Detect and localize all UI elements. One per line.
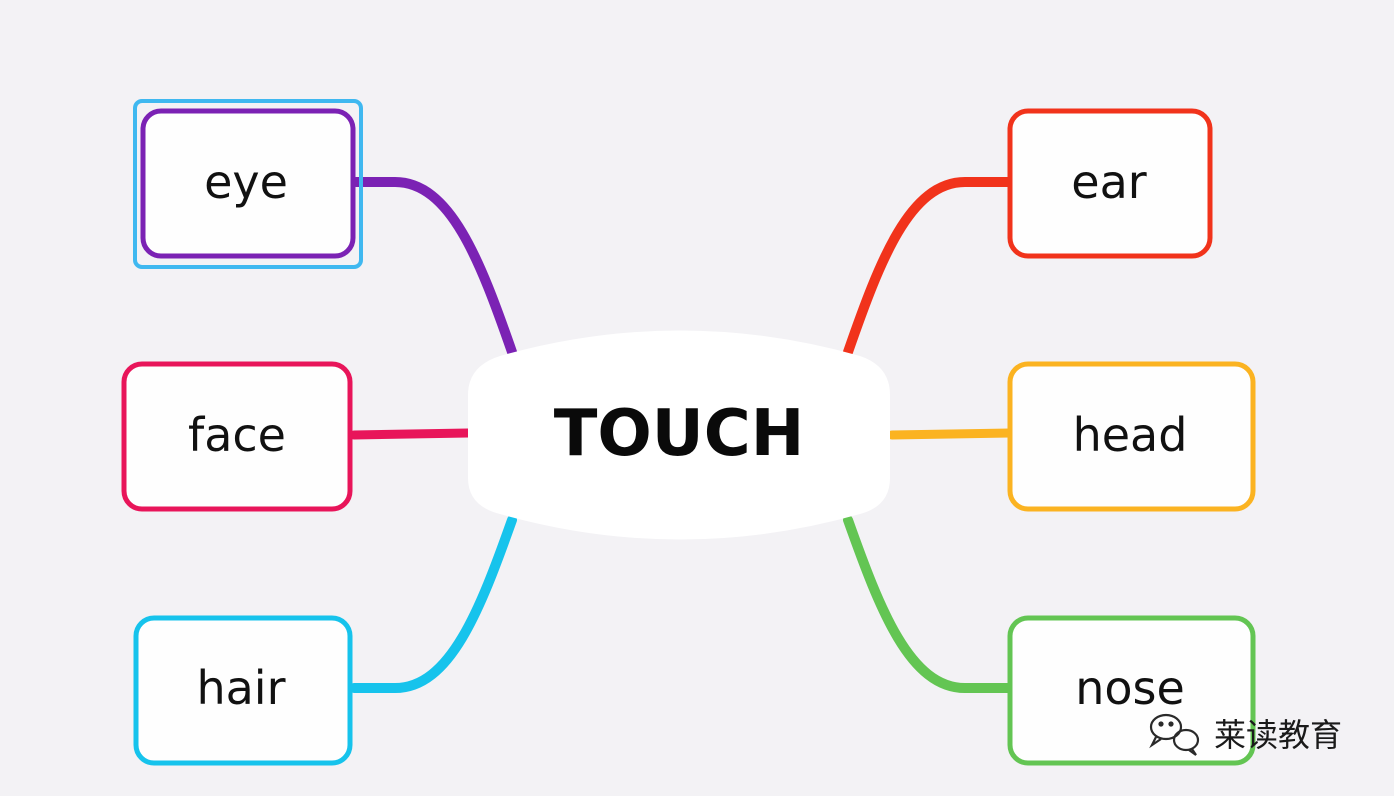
connector-face: [349, 428, 473, 440]
wechat-icon: [1149, 713, 1200, 756]
node-eye-box: [140, 108, 356, 259]
node-head-label: head: [1073, 408, 1188, 462]
node-ear-label: ear: [1071, 155, 1146, 209]
watermark-label: 莱读教育: [1214, 716, 1342, 754]
node-hair-box: [133, 615, 353, 766]
connector-ear: [843, 177, 1015, 357]
node-face-box: [121, 361, 353, 512]
connectors: [349, 177, 1015, 693]
connector-eye: [351, 177, 517, 357]
watermark: 莱读教育: [1149, 713, 1342, 756]
node-head-box: [1007, 361, 1256, 512]
connector-head: [887, 428, 1015, 440]
node-hair-label: hair: [196, 661, 285, 715]
connector-nose: [843, 515, 1015, 693]
node-nose-label: nose: [1075, 661, 1185, 715]
node-nose[interactable]: nose: [1007, 615, 1256, 766]
node-eye-label: eye: [204, 155, 288, 209]
node-ear[interactable]: ear: [1007, 108, 1213, 259]
node-nose-box: [1007, 615, 1256, 766]
node-head[interactable]: head: [1007, 361, 1256, 512]
connector-hair: [349, 515, 517, 693]
center-node-label: TOUCH: [554, 397, 805, 471]
node-eye[interactable]: eye: [140, 108, 356, 259]
center-node-shape: [468, 330, 890, 540]
node-face[interactable]: face: [121, 361, 353, 512]
node-ear-box: [1007, 108, 1213, 259]
node-face-label: face: [188, 408, 286, 462]
selection-highlight: [133, 99, 363, 269]
center-node[interactable]: TOUCH: [468, 330, 890, 540]
node-hair[interactable]: hair: [133, 615, 353, 766]
